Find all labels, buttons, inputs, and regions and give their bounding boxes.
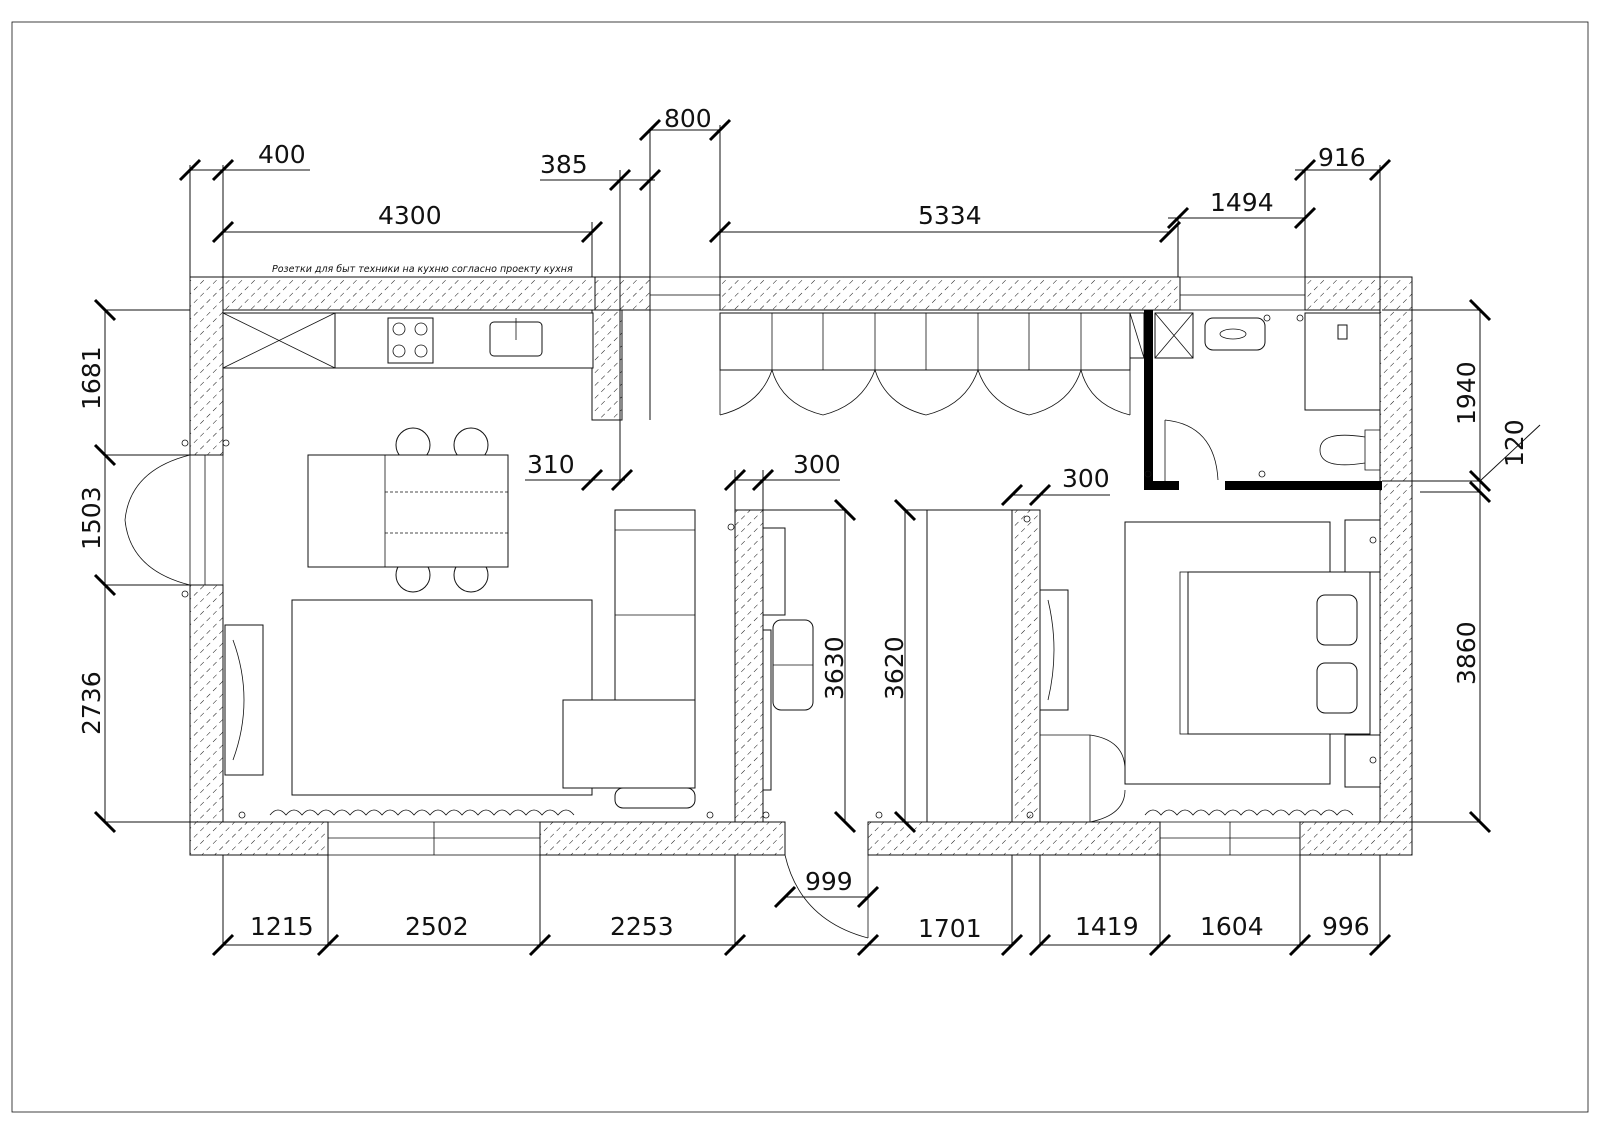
hall xyxy=(762,509,1013,823)
dim-2736: 2736 xyxy=(77,671,106,735)
dim-1701: 1701 xyxy=(918,914,982,943)
toilet-icon xyxy=(1319,429,1381,471)
dim-5334: 5334 xyxy=(918,201,982,230)
radiator xyxy=(269,809,575,816)
dim-4300: 4300 xyxy=(378,201,442,230)
dim-999: 999 xyxy=(805,867,853,896)
dim-916: 916 xyxy=(1318,143,1366,172)
socket-symbols xyxy=(181,314,1377,819)
bathtub-icon xyxy=(1204,317,1266,351)
dim-2253: 2253 xyxy=(610,912,674,941)
dining-table xyxy=(307,427,509,593)
dim-1604: 1604 xyxy=(1200,912,1264,941)
dim-1215: 1215 xyxy=(250,912,314,941)
wardrobe xyxy=(719,312,1145,416)
dim-300-corridor: 300 xyxy=(793,450,841,479)
dim-1503: 1503 xyxy=(77,486,106,550)
dim-3630: 3630 xyxy=(820,636,849,700)
bedroom xyxy=(1039,519,1381,823)
sheet-frame xyxy=(11,21,1589,1113)
dim-120: 120 xyxy=(1500,419,1529,467)
living-area xyxy=(224,509,696,809)
dim-3620: 3620 xyxy=(880,636,909,700)
dim-3860: 3860 xyxy=(1452,621,1481,685)
dim-1419: 1419 xyxy=(1075,912,1139,941)
dim-1940: 1940 xyxy=(1452,361,1481,425)
dim-1681: 1681 xyxy=(77,346,106,410)
dim-996: 996 xyxy=(1322,912,1370,941)
walls xyxy=(189,276,1413,856)
dim-400: 400 xyxy=(258,140,306,169)
dim-2502: 2502 xyxy=(405,912,469,941)
kitchen-socket-note: Розетки для быт техники на кухню согласн… xyxy=(272,264,573,275)
dim-1494: 1494 xyxy=(1210,188,1274,217)
dim-385: 385 xyxy=(540,150,588,179)
dim-310: 310 xyxy=(527,450,575,479)
bathroom xyxy=(1144,310,1382,490)
radiator-bedroom xyxy=(1144,809,1354,816)
dim-300-bedroom: 300 xyxy=(1062,464,1110,493)
dim-800: 800 xyxy=(664,104,712,133)
dimension-lines xyxy=(93,118,1541,957)
kitchen xyxy=(222,312,594,369)
